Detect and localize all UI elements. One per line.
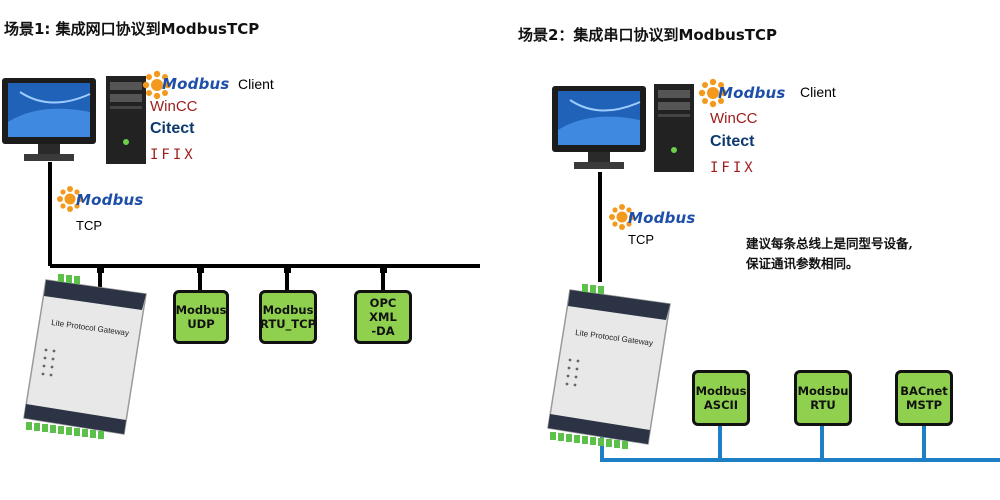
scene1-wincc-logo: WinCC: [150, 98, 198, 115]
scene1-modbus-client-logo: Modbus: [162, 75, 230, 93]
scene1-device-modbus-udp: Modbus UDP: [173, 290, 229, 344]
scene2-wincc-logo: WinCC: [710, 110, 758, 127]
scene2-device-modbus-ascii: Modbus ASCII: [692, 370, 750, 426]
scene1-ifix-logo: IFIX: [150, 147, 196, 163]
scene2-computer-icon: [552, 84, 694, 172]
scene2-modbus-bus-logo: Modbus: [628, 209, 696, 227]
scene1-gateway-device: [23, 274, 147, 439]
scene2-modbus-client-logo: Modbus: [718, 84, 786, 102]
scene2-citect-logo: Citect: [710, 133, 755, 150]
scene2-modbus-client-logo-icon: [698, 78, 728, 108]
scene1-modbus-bus-logo-icon: [57, 186, 83, 212]
scene2-device-bacnet-mstp: BACnet MSTP: [895, 370, 953, 426]
scene2-note-line1: 建议每条总线上是同型号设备,: [746, 236, 913, 251]
scene1-device-modbus-rtu-tcp: Modbus RTU_TCP: [259, 290, 317, 344]
scene1-tap-dev2: [284, 266, 291, 273]
scene1-tcp-label: TCP: [76, 218, 102, 233]
scene2-modbus-bus-logo-icon: [609, 204, 635, 230]
scene2-ifix-logo: IFIX: [710, 160, 756, 176]
scene2-client-label: Client: [800, 84, 836, 100]
scene1-tap-dev1: [197, 266, 204, 273]
scene1-client-label: Client: [238, 76, 274, 92]
scene1-title: 场景1: 集成网口协议到ModbusTCP: [4, 20, 260, 38]
scene1-modbus-bus-logo: Modbus: [76, 191, 144, 209]
scene2-device-modbus-rtu: Modsbu RTU: [794, 370, 852, 426]
scene1-citect-logo: Citect: [150, 120, 195, 137]
scene1-tap-dev3: [380, 266, 387, 273]
scene2-title: 场景2：集成串口协议到ModbusTCP: [518, 26, 777, 44]
scene2-gateway-device: [547, 284, 671, 449]
scene1-modbus-client-logo-icon: [142, 70, 172, 100]
scene2-note-line2: 保证通讯参数相同。: [746, 256, 859, 271]
scene1-device-opc-xml-da: OPC XML -DA: [354, 290, 412, 344]
scene1-computer-icon: [2, 76, 146, 164]
scene2-tcp-label: TCP: [628, 232, 654, 247]
scene1-tap-gateway: [97, 266, 104, 273]
